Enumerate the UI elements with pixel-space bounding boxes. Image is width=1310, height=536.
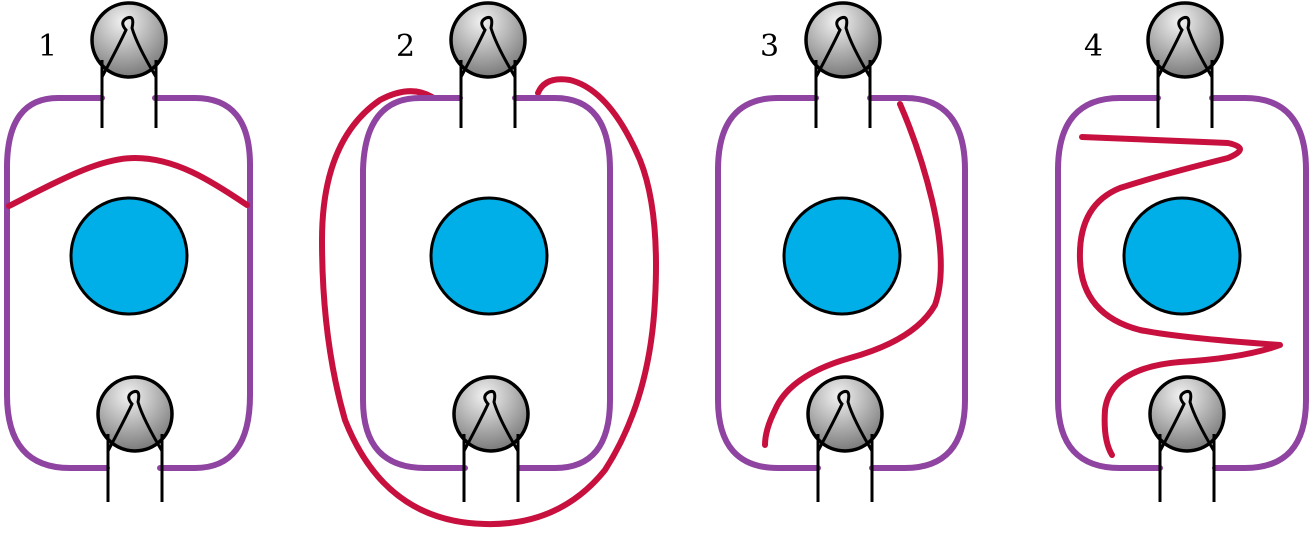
red-wire <box>6 154 250 209</box>
bulb-bottom <box>1148 375 1226 502</box>
bulb-top <box>449 1 527 128</box>
center-disc <box>69 196 189 316</box>
light-bulb-icon <box>90 1 168 79</box>
bulb-bottom <box>96 375 174 502</box>
panel-label-1: 1 <box>38 29 57 64</box>
light-bulb-icon <box>806 375 884 453</box>
panel-2: 2 <box>318 1 659 528</box>
bulb-bottom <box>806 375 884 502</box>
center-disc <box>1122 196 1242 316</box>
red-wire <box>318 76 659 528</box>
panel-3: 3 <box>715 1 968 502</box>
red-wire <box>1076 134 1283 458</box>
purple-loop <box>360 95 613 471</box>
panel-label-2: 2 <box>396 29 415 64</box>
purple-loop <box>4 95 253 471</box>
light-bulb-icon <box>1148 375 1226 453</box>
panel-label-4: 4 <box>1084 29 1103 64</box>
light-bulb-icon <box>452 375 530 453</box>
bulb-top <box>90 1 168 128</box>
light-bulb-icon <box>449 1 527 79</box>
bulb-top <box>804 1 882 128</box>
light-bulb-icon <box>804 1 882 79</box>
light-bulb-icon <box>96 375 174 453</box>
center-disc <box>782 196 902 316</box>
purple-loop <box>1055 95 1309 471</box>
panel-1: 1 <box>4 1 253 502</box>
purple-loop <box>715 95 968 471</box>
red-wire <box>762 101 944 448</box>
bulb-top <box>1146 1 1224 128</box>
center-disc <box>429 196 549 316</box>
bulb-bottom <box>452 375 530 502</box>
panel-label-3: 3 <box>760 29 779 64</box>
panel-4: 4 <box>1055 1 1309 502</box>
light-bulb-icon <box>1146 1 1224 79</box>
